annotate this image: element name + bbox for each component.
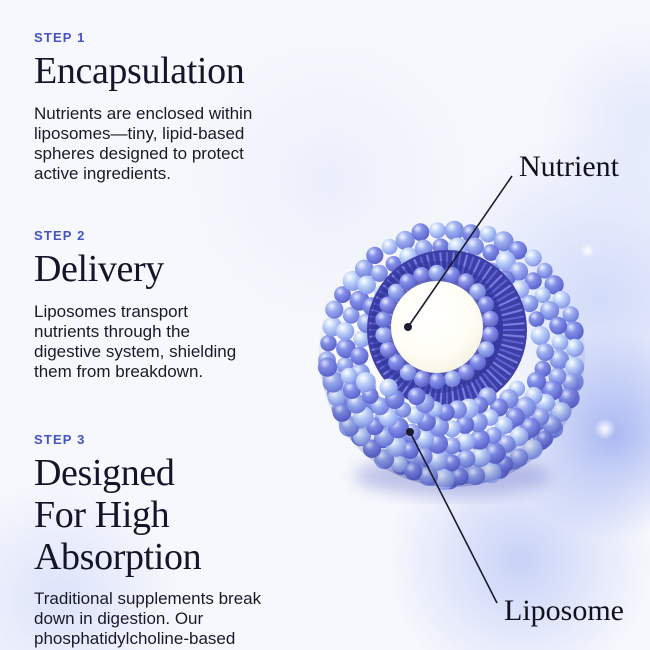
step-1-body: Nutrients are enclosed within liposomes—… (34, 103, 253, 183)
step-1-title: Encapsulation (34, 50, 245, 92)
liposome-sphere (317, 220, 585, 496)
sparkle-glow (580, 243, 595, 258)
nutrient-label: Nutrient (519, 150, 619, 183)
sparkle-glow (594, 418, 616, 440)
step-2-title: Delivery (34, 248, 164, 290)
step-1: STEP 1 Encapsulation Nutrients are enclo… (34, 30, 302, 184)
step-3: STEP 3 Designed For High Absorption Trad… (34, 432, 302, 649)
step-3-label: STEP 3 (34, 432, 86, 447)
liposome-label: Liposome (504, 594, 624, 627)
sphere-shading (319, 221, 585, 487)
step-2-body: Liposomes transport nutrients through th… (34, 301, 237, 381)
step-3-body: Traditional supplements break down in di… (34, 589, 262, 649)
liposome-illustration (302, 204, 602, 504)
step-1-label: STEP 1 (34, 30, 86, 45)
step-3-title: Designed For High Absorption (34, 452, 202, 578)
step-2: STEP 2 Delivery Liposomes transport nutr… (34, 228, 302, 382)
step-2-label: STEP 2 (34, 228, 86, 243)
